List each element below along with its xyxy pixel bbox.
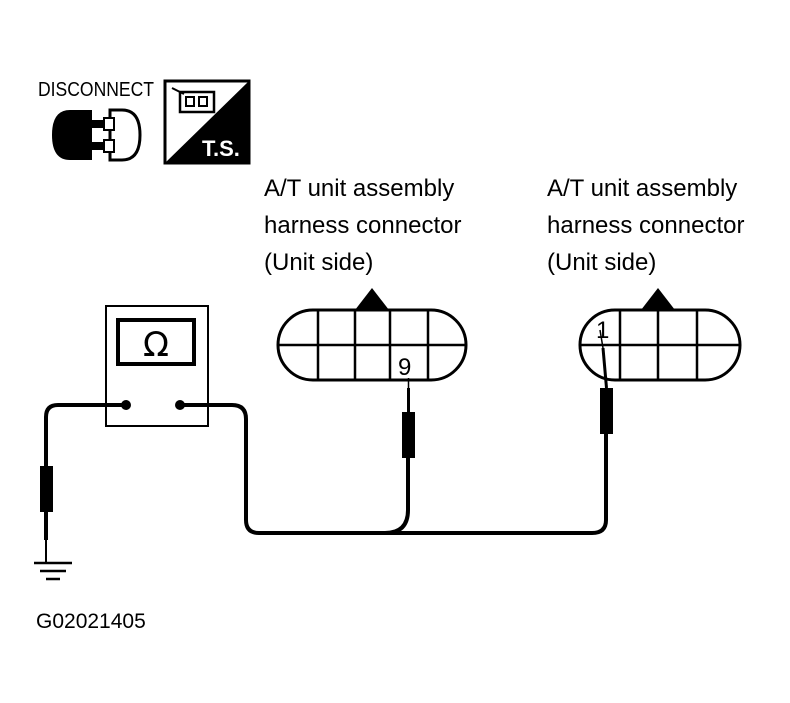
connector-lock-tab [355,288,389,310]
ohm-symbol: Ω [143,325,169,365]
connector-label-left: A/T unit assembly harness connector (Uni… [264,175,461,276]
figure-id: G02021405 [36,610,146,633]
test-leads [44,403,608,540]
probe-to-terminal-1 [599,329,613,434]
terminal-9-label: 9 [398,354,411,381]
connector-label-right-line1: A/T unit assembly [547,175,737,202]
harness-connector-right: 1 [578,288,742,382]
connector-label-right: A/T unit assembly harness connector (Uni… [547,175,744,276]
connector-label-right-line3: (Unit side) [547,249,656,276]
connector-lock-tab [641,288,675,310]
ohmmeter: Ω [105,305,209,427]
disconnect-label: DISCONNECT [38,79,154,101]
probe-to-terminal-9 [402,378,415,458]
ground-icon [34,540,72,581]
connector-label-left-line2: harness connector [264,212,461,239]
harness-connector-left: 9 [276,288,468,382]
terminal-1-label: 1 [596,317,609,344]
connector-label-right-line2: harness connector [547,212,744,239]
disconnect-icon: DISCONNECT [38,79,154,162]
ts-icon: T.S. [163,79,251,165]
ts-label: T.S. [202,136,240,161]
probe-to-ground [40,466,53,512]
connector-label-left-line1: A/T unit assembly [264,175,454,202]
connector-label-left-line3: (Unit side) [264,249,373,276]
